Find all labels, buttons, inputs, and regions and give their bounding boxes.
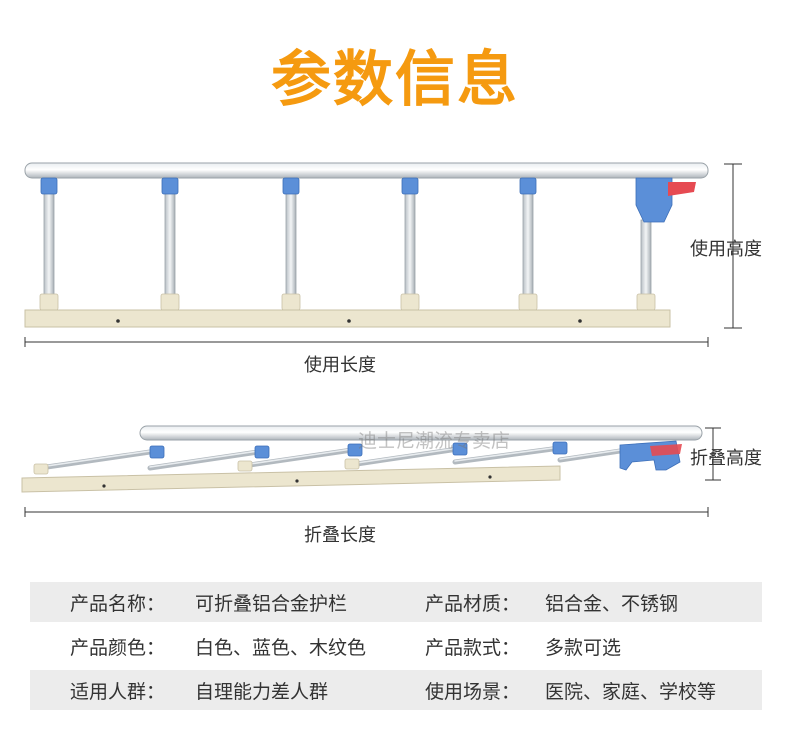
spec-value: 白色、蓝色、木纹色 (195, 636, 367, 659)
fold-height-label: 折叠高度 (690, 448, 762, 469)
use-height-label: 使用高度 (690, 239, 762, 260)
spec-label: 产品材质： (425, 592, 521, 615)
unfolded-rail (24, 162, 709, 328)
spec-label: 适用人群： (70, 680, 166, 703)
spec-row: 产品名称： 可折叠铝合金护栏 产品材质： 铝合金、不锈钢 (30, 582, 762, 622)
spec-table: 产品名称： 可折叠铝合金护栏 产品材质： 铝合金、不锈钢 产品颜色： 白色、蓝色… (30, 582, 762, 714)
unfolded-dimension-lines (24, 163, 742, 347)
spec-value: 医院、家庭、学校等 (545, 680, 717, 703)
spec-value: 多款可选 (545, 636, 622, 659)
page-title: 参数信息 (271, 45, 519, 115)
spec-label: 产品款式： (425, 636, 521, 659)
watermark-text: 迪士尼潮流专卖店 (358, 430, 511, 452)
spec-label: 使用场景： (425, 680, 521, 703)
bed-rail-illustration (21, 162, 742, 517)
spec-value: 自理能力差人群 (195, 680, 329, 703)
folded-dimension-lines (24, 427, 721, 517)
spec-row: 适用人群： 自理能力差人群 使用场景： 医院、家庭、学校等 (30, 670, 762, 710)
use-length-label: 使用长度 (304, 355, 376, 376)
spec-label: 产品颜色： (70, 636, 166, 659)
fold-length-label: 折叠长度 (304, 525, 376, 546)
spec-value: 铝合金、不锈钢 (545, 592, 679, 615)
folded-rail (21, 425, 703, 493)
spec-label: 产品名称： (70, 592, 166, 615)
spec-row: 产品颜色： 白色、蓝色、木纹色 产品款式： 多款可选 (30, 626, 762, 666)
spec-value: 可折叠铝合金护栏 (195, 592, 348, 615)
